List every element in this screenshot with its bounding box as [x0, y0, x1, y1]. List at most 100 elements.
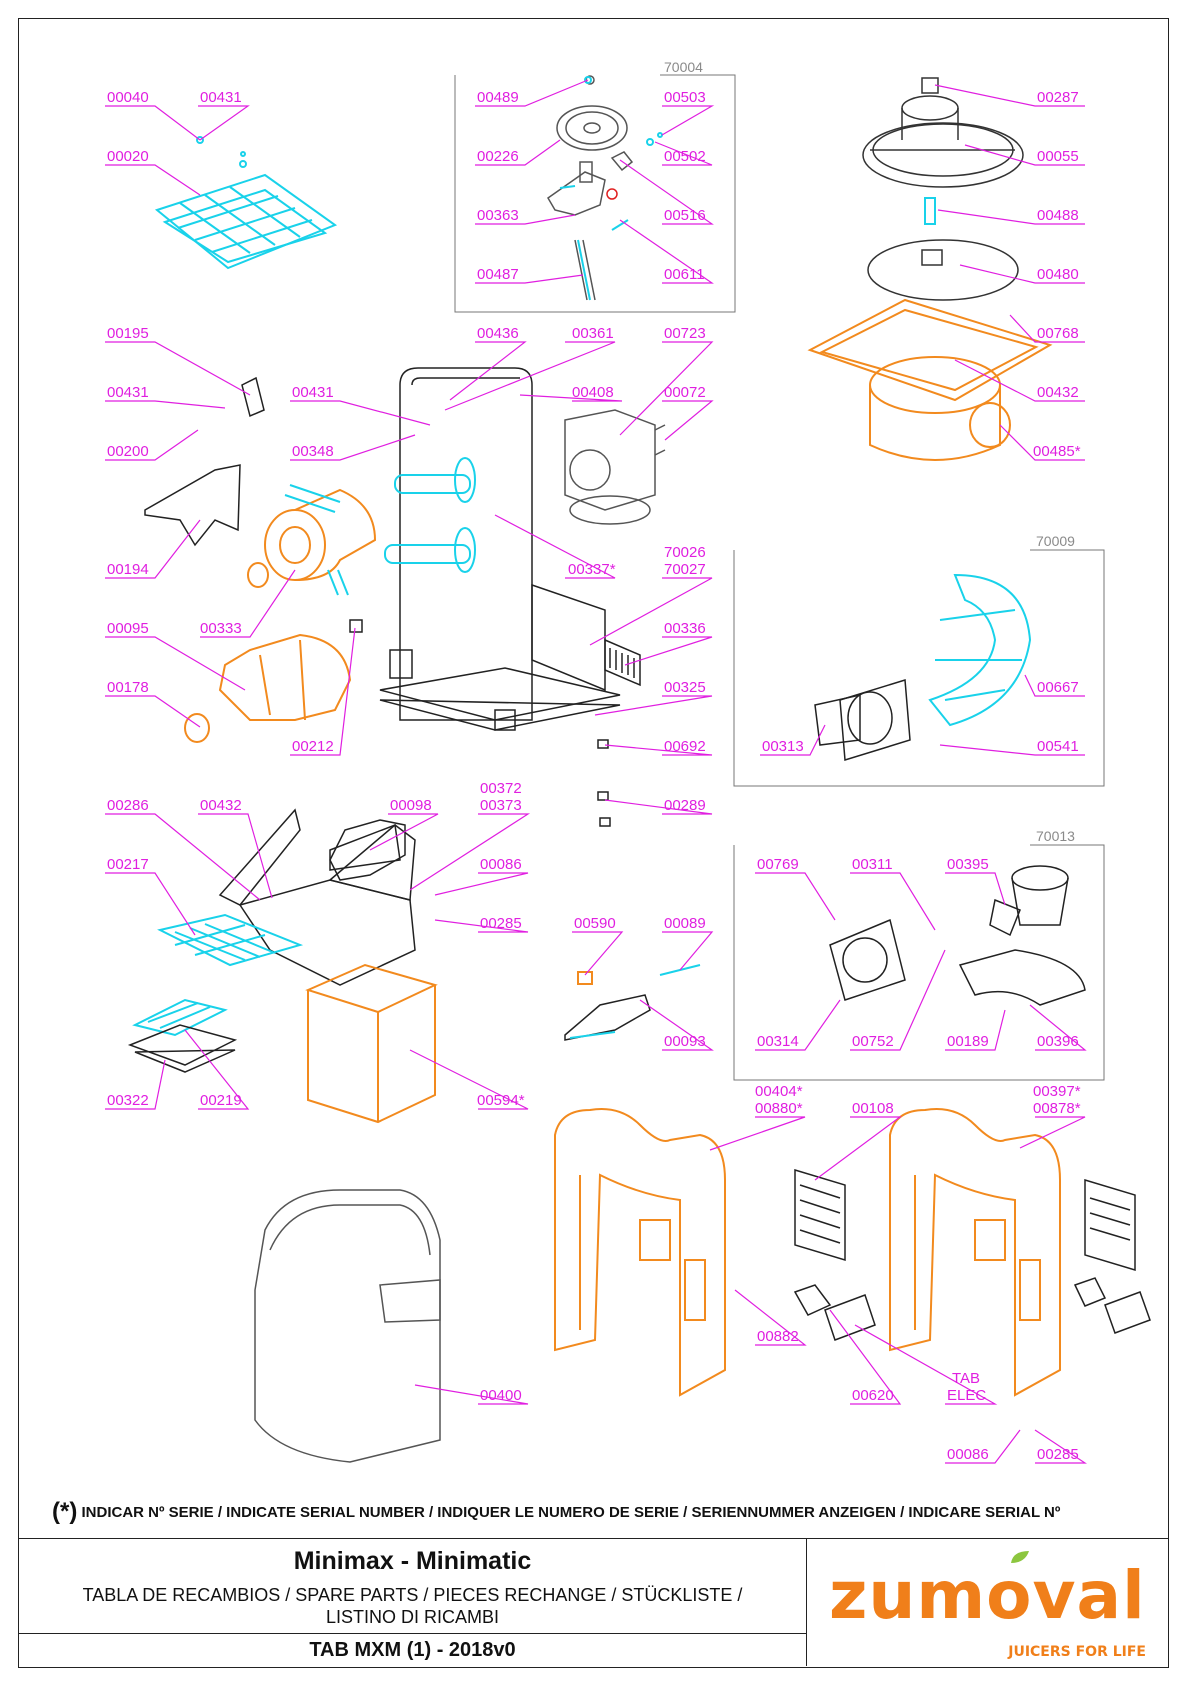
- label-00285-b: 00285: [1037, 1446, 1079, 1463]
- label-00397: 00397*: [1033, 1083, 1081, 1100]
- label-00431-a: 00431: [200, 89, 242, 106]
- label-00195: 00195: [107, 325, 149, 342]
- label-00361: 00361: [572, 325, 614, 342]
- housing-left-part: [554, 1108, 726, 1397]
- label-00089: 00089: [664, 915, 706, 932]
- label-00692: 00692: [664, 738, 706, 755]
- vent-grille-00336: [604, 638, 641, 687]
- note-text: INDICAR Nº SERIE / INDICATE SERIAL NUMBE…: [81, 1504, 1061, 1521]
- label-00667: 00667: [1037, 679, 1079, 696]
- subtitle-line-2: LISTINO DI RICAMBI: [325, 1607, 500, 1627]
- label-00480: 00480: [1037, 266, 1079, 283]
- label-00611: 00611: [664, 266, 705, 283]
- chute-00313: [814, 679, 911, 761]
- group-box-70013: [733, 844, 1105, 1081]
- label-00485: 00485*: [1033, 443, 1081, 460]
- pins-00333: [284, 484, 349, 596]
- label-00432-b: 00432: [200, 797, 242, 814]
- drum-00333: [247, 488, 377, 588]
- label-00590: 00590: [574, 915, 616, 932]
- label-00313: 00313: [762, 738, 804, 755]
- note-star: (*): [52, 1498, 78, 1525]
- lid-assembly-part: [862, 77, 1024, 301]
- label-00880: 00880*: [755, 1100, 803, 1117]
- label-00285-a: 00285: [480, 915, 522, 932]
- label-00372: 00372: [480, 780, 522, 797]
- label-00072: 00072: [664, 384, 706, 401]
- grilles-00108: [794, 1168, 1136, 1272]
- label-00108: 00108: [852, 1100, 894, 1117]
- label-00212: 00212: [292, 738, 334, 755]
- label-00286: 00286: [107, 797, 149, 814]
- cup-00395: [989, 865, 1069, 937]
- shafts-00337: [384, 457, 476, 573]
- label-00516: 00516: [664, 207, 706, 224]
- nuts-00289: [597, 739, 611, 827]
- cup-holder-00194: [144, 464, 241, 547]
- label-00287: 00287: [1037, 89, 1079, 106]
- housing-right-part: [889, 1108, 1061, 1397]
- filter-00219: [132, 998, 228, 1037]
- label-00752: 00752: [852, 1033, 894, 1050]
- label-00348: 00348: [292, 443, 334, 460]
- label-00098: 00098: [390, 797, 432, 814]
- filter-grid-00217: [157, 913, 304, 967]
- label-00541: 00541: [1037, 738, 1079, 755]
- label-00200: 00200: [107, 443, 149, 460]
- label-00404: 00404*: [755, 1083, 803, 1100]
- label-00217: 00217: [107, 856, 149, 873]
- document-code-row: TAB MXM (1) - 2018v0: [19, 1633, 806, 1667]
- label-00178: 00178: [107, 679, 149, 696]
- label-00333: 00333: [200, 620, 242, 637]
- label-00086-a: 00086: [480, 856, 522, 873]
- group-label-70009: 70009: [1036, 533, 1075, 549]
- label-00489: 00489: [477, 89, 519, 106]
- label-00336: 00336: [664, 620, 706, 637]
- label-00055: 00055: [1037, 148, 1079, 165]
- label-00325: 00325: [664, 679, 706, 696]
- label-00408: 00408: [572, 384, 614, 401]
- screw-parts-70004: [559, 76, 663, 301]
- label-00373: 00373: [480, 797, 522, 814]
- label-00768: 00768: [1037, 325, 1079, 342]
- group-box-70009: [733, 549, 1105, 787]
- gear-assembly-part: [547, 75, 634, 301]
- label-00086-b: 00086: [947, 1446, 989, 1463]
- drum-00095: [184, 633, 352, 743]
- label-00431-b: 00431: [107, 384, 149, 401]
- label-00040: 00040: [107, 89, 149, 106]
- basket-part: [154, 136, 338, 270]
- label-00396: 00396: [1037, 1033, 1079, 1050]
- label-00503: 00503: [664, 89, 706, 106]
- logo-tagline: JUICERS FOR LIFE: [1008, 1644, 1146, 1660]
- group-label-70004: 70004: [664, 59, 703, 75]
- document-code: TAB MXM (1) - 2018v0: [309, 1639, 516, 1661]
- document-subtitle: TABLA DE RECAMBIOS / SPARE PARTS / PIECE…: [39, 1584, 786, 1628]
- cup-00396: [958, 949, 1086, 1006]
- group-label-70013: 70013: [1036, 828, 1075, 844]
- label-00436: 00436: [477, 325, 519, 342]
- label-00189: 00189: [947, 1033, 989, 1050]
- label-00194: 00194: [107, 561, 149, 578]
- label-00882: 00882: [757, 1328, 799, 1345]
- main-chassis-part: [379, 367, 621, 731]
- leader-lines: [105, 79, 1087, 1464]
- subtitle-line-1: TABLA DE RECAMBIOS / SPARE PARTS / PIECE…: [82, 1585, 743, 1605]
- label-00226: 00226: [477, 148, 519, 165]
- shaft-00488: [924, 197, 936, 225]
- guard-00667: [928, 573, 1032, 727]
- label-00093: 00093: [664, 1033, 706, 1050]
- label-00289: 00289: [664, 797, 706, 814]
- spring-00590: [577, 971, 593, 985]
- label-00322: 00322: [107, 1092, 149, 1109]
- gearbox-00723: [564, 409, 666, 525]
- title-block: Minimax - Minimatic TABLA DE RECAMBIOS /…: [18, 1538, 1169, 1668]
- label-00769: 00769: [757, 856, 799, 873]
- label-00488: 00488: [1037, 207, 1079, 224]
- logo-brand: zumoval: [829, 1557, 1146, 1634]
- title-block-left: Minimax - Minimatic TABLA DE RECAMBIOS /…: [19, 1539, 807, 1666]
- label-elec: ELEC: [947, 1387, 986, 1404]
- serial-number-note: (*) INDICAR Nº SERIE / INDICATE SERIAL N…: [52, 1498, 1152, 1526]
- part-labels: 00040 00431 00020 00489 00503 00226 0050…: [107, 89, 1081, 1463]
